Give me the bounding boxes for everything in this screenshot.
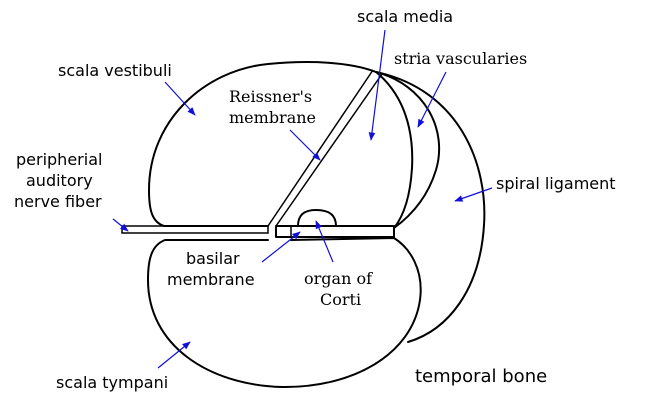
label-scala-media: scala media <box>357 7 453 26</box>
label-reissners-membrane-2: membrane <box>229 108 316 127</box>
label-peripheral-nerve-1: peripherial <box>16 150 102 169</box>
label-temporal-bone: temporal bone <box>415 366 547 387</box>
peripheral-auditory-nerve-fiber <box>122 226 268 233</box>
arrow-reissners-membrane <box>290 130 320 160</box>
label-organ-of-corti-2: Corti <box>320 290 361 309</box>
label-basilar-membrane-2: membrane <box>167 270 255 289</box>
arrow-scala-media <box>371 30 385 140</box>
label-stria-vascularies: stria vascularies <box>394 49 527 68</box>
arrow-peripheral-nerve <box>113 219 128 231</box>
label-spiral-ligament: spiral ligament <box>496 174 616 193</box>
label-organ-of-corti-1: organ of <box>304 269 373 288</box>
label-scala-tympani: scala tympani <box>56 373 168 392</box>
label-scala-vestibuli: scala vestibuli <box>58 61 172 80</box>
label-peripheral-nerve-2: auditory <box>26 171 93 190</box>
arrow-organ-of-corti <box>316 221 333 262</box>
basilar-membrane <box>276 226 394 237</box>
label-peripheral-nerve-3: nerve fiber <box>14 192 102 211</box>
arrow-spiral-ligament <box>455 188 492 201</box>
label-basilar-membrane-1: basilar <box>186 249 240 268</box>
label-reissners-membrane-1: Reissner's <box>229 87 312 106</box>
scala-media-outer-wall <box>376 72 412 228</box>
